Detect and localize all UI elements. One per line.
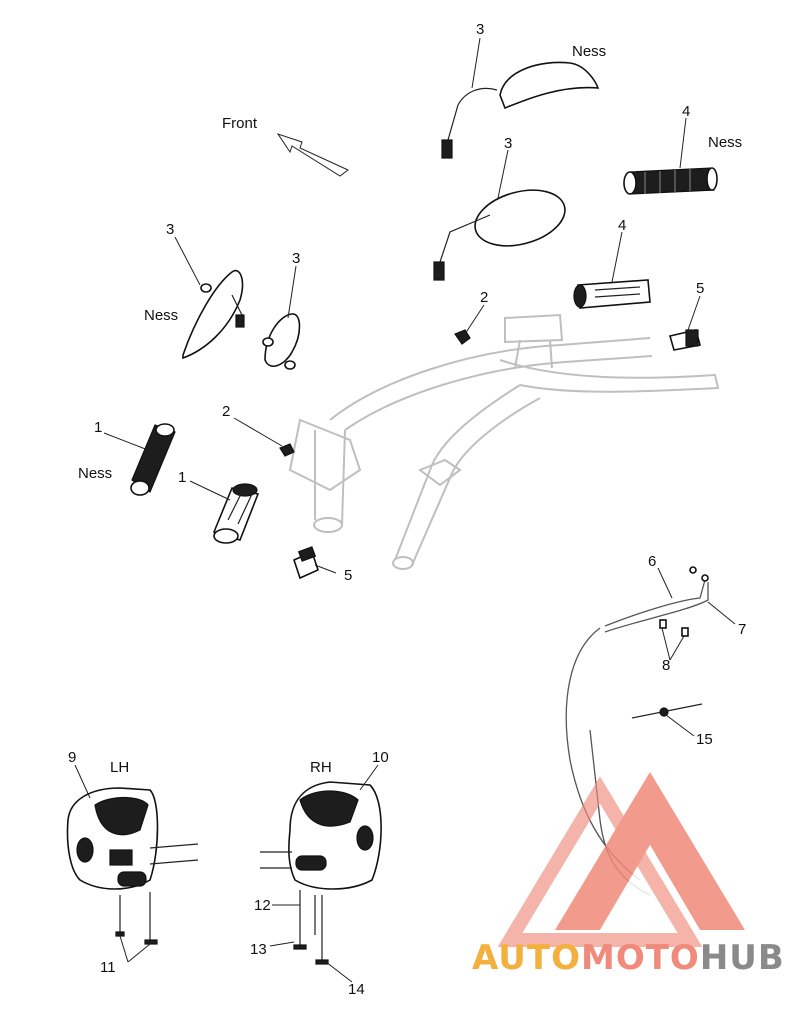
- handlebar: [288, 313, 720, 570]
- callout-3-ness-top: 3: [476, 21, 484, 38]
- callout-4-ness: 4: [682, 103, 690, 120]
- callout-4-standard: 4: [618, 217, 626, 234]
- grip-standard-right: [573, 279, 651, 309]
- ness-label-grip-left: Ness: [78, 465, 112, 482]
- bar-end-left: [293, 546, 319, 580]
- ness-label-mirror-top: Ness: [572, 43, 606, 60]
- cable-tie: [631, 703, 703, 719]
- front-label: Front: [222, 115, 258, 132]
- mirror-ness-left: [182, 269, 245, 360]
- callout-5-left: 5: [344, 567, 352, 584]
- mirror-standard-top: [433, 189, 566, 281]
- grip-ness-left: [130, 423, 176, 496]
- callout-3-standard-left: 3: [292, 250, 300, 267]
- ness-label-mirror-left: Ness: [144, 307, 178, 324]
- rh-label: RH: [310, 759, 332, 776]
- callout-14: 14: [348, 981, 365, 998]
- watermark-part-moto: MOTO: [580, 938, 700, 978]
- grip-standard-left: [212, 483, 260, 544]
- ness-label-grip-right: Ness: [708, 134, 742, 151]
- mirror-standard-left: [262, 313, 301, 370]
- callout-1-standard: 1: [178, 469, 186, 486]
- watermark-wordmark: AUTOMOTOHUB: [472, 938, 792, 982]
- callout-9: 9: [68, 749, 76, 766]
- callout-10: 10: [372, 749, 389, 766]
- callout-12: 12: [254, 897, 271, 914]
- front-arrow-icon: [276, 133, 349, 177]
- lh-label: LH: [110, 759, 129, 776]
- callout-1-ness: 1: [94, 419, 102, 436]
- callout-2-left: 2: [222, 403, 230, 420]
- callout-2-right: 2: [480, 289, 488, 306]
- callout-13: 13: [250, 941, 267, 958]
- callout-3-ness-left: 3: [166, 221, 174, 238]
- clamp-left: [279, 443, 295, 457]
- callout-6: 6: [648, 553, 656, 570]
- triangle-logo-icon: [497, 772, 745, 947]
- watermark-part-hub: HUB: [699, 938, 785, 978]
- callout-5-right: 5: [696, 280, 704, 297]
- mirror-ness-top: [441, 61, 600, 159]
- leader-lines: [74, 37, 736, 983]
- callout-15: 15: [696, 731, 713, 748]
- rh-switch-housing: [260, 781, 382, 965]
- callout-7: 7: [738, 621, 746, 638]
- callout-11: 11: [100, 959, 116, 976]
- callout-3-standard-top: 3: [504, 135, 512, 152]
- callout-8: 8: [662, 657, 670, 674]
- lh-switch-housing: [66, 787, 199, 945]
- clamp-right: [454, 329, 471, 345]
- watermark-part-auto: AUTO: [472, 938, 581, 978]
- grip-ness-right: [623, 167, 718, 195]
- bar-end-right: [668, 329, 701, 351]
